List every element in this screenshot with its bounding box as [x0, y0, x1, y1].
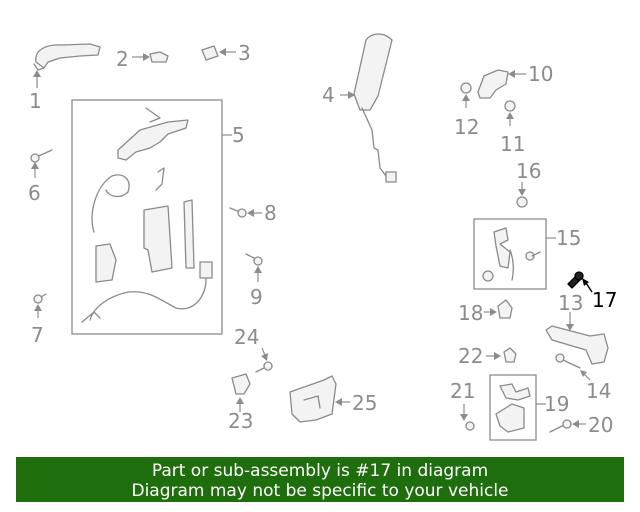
callout-4[interactable]: 4	[322, 83, 335, 107]
callout-11[interactable]: 11	[500, 132, 525, 156]
part-2-clip[interactable]	[132, 51, 169, 63]
callout-22[interactable]: 22	[458, 344, 483, 368]
part-5-latch-components[interactable]	[81, 107, 213, 323]
callout-5[interactable]: 5	[232, 123, 245, 147]
callout-8[interactable]: 8	[264, 201, 277, 225]
part-15-check-components[interactable]	[482, 227, 541, 282]
callout-20[interactable]: 20	[588, 413, 613, 437]
callout-13[interactable]: 13	[558, 291, 583, 315]
part-10-hinge[interactable]	[477, 69, 526, 99]
callout-3[interactable]: 3	[238, 41, 251, 65]
part-25-bracket[interactable]	[289, 375, 350, 423]
callout-2[interactable]: 2	[116, 47, 129, 71]
banner-line-1: Part or sub-assembly is #17 in diagram	[151, 461, 489, 481]
part-8-bolt[interactable]	[229, 207, 262, 218]
callout-14[interactable]: 14	[586, 379, 611, 403]
part-13-check-strap[interactable]	[545, 312, 609, 365]
part-4-channel[interactable]	[340, 33, 397, 183]
callout-15[interactable]: 15	[556, 226, 581, 250]
part-18-clip[interactable]	[484, 299, 513, 319]
part-19-striker[interactable]	[495, 383, 531, 433]
callout-18[interactable]: 18	[458, 301, 483, 325]
callout-6[interactable]: 6	[28, 181, 41, 205]
callout-1[interactable]: 1	[29, 89, 42, 113]
part-20-bolt[interactable]	[549, 419, 586, 433]
callout-7[interactable]: 7	[31, 323, 44, 347]
part-3-cap[interactable]	[201, 45, 236, 61]
part-19-box	[489, 374, 537, 441]
part-12-nut[interactable]	[460, 82, 472, 108]
callout-10[interactable]: 10	[528, 62, 553, 86]
part-15-box	[473, 218, 547, 290]
part-14-bolt[interactable]	[555, 353, 591, 381]
part-6-bolt[interactable]	[30, 149, 53, 178]
part-5-latch-assembly-box	[71, 99, 223, 335]
callout-17[interactable]: 17	[592, 288, 617, 312]
part-21-bolt[interactable]	[460, 404, 475, 431]
callout-24[interactable]: 24	[234, 325, 259, 349]
callout-25[interactable]: 25	[352, 391, 377, 415]
part-24-bolt[interactable]	[255, 347, 273, 373]
callout-21[interactable]: 21	[450, 379, 475, 403]
part-22-clip[interactable]	[486, 347, 517, 363]
part-17-bolt-highlighted[interactable]	[567, 271, 593, 293]
parts-diagram: 1 2 3 5 4	[28, 33, 617, 441]
callout-12[interactable]: 12	[454, 115, 479, 139]
part-23-bracket[interactable]	[231, 373, 251, 412]
callout-23[interactable]: 23	[228, 409, 253, 433]
part-16-bolt[interactable]	[516, 182, 528, 208]
callout-16[interactable]: 16	[516, 159, 541, 183]
callout-9[interactable]: 9	[250, 285, 263, 309]
part-9-bolt[interactable]	[245, 253, 263, 282]
part-7-bolt[interactable]	[33, 293, 47, 318]
banner-line-2: Diagram may not be specific to your vehi…	[131, 481, 509, 501]
part-11-bolt[interactable]	[504, 100, 516, 126]
info-banner: Part or sub-assembly is #17 in diagram D…	[16, 457, 624, 502]
callout-19[interactable]: 19	[544, 392, 569, 416]
part-1-outside-handle[interactable]	[33, 43, 101, 88]
